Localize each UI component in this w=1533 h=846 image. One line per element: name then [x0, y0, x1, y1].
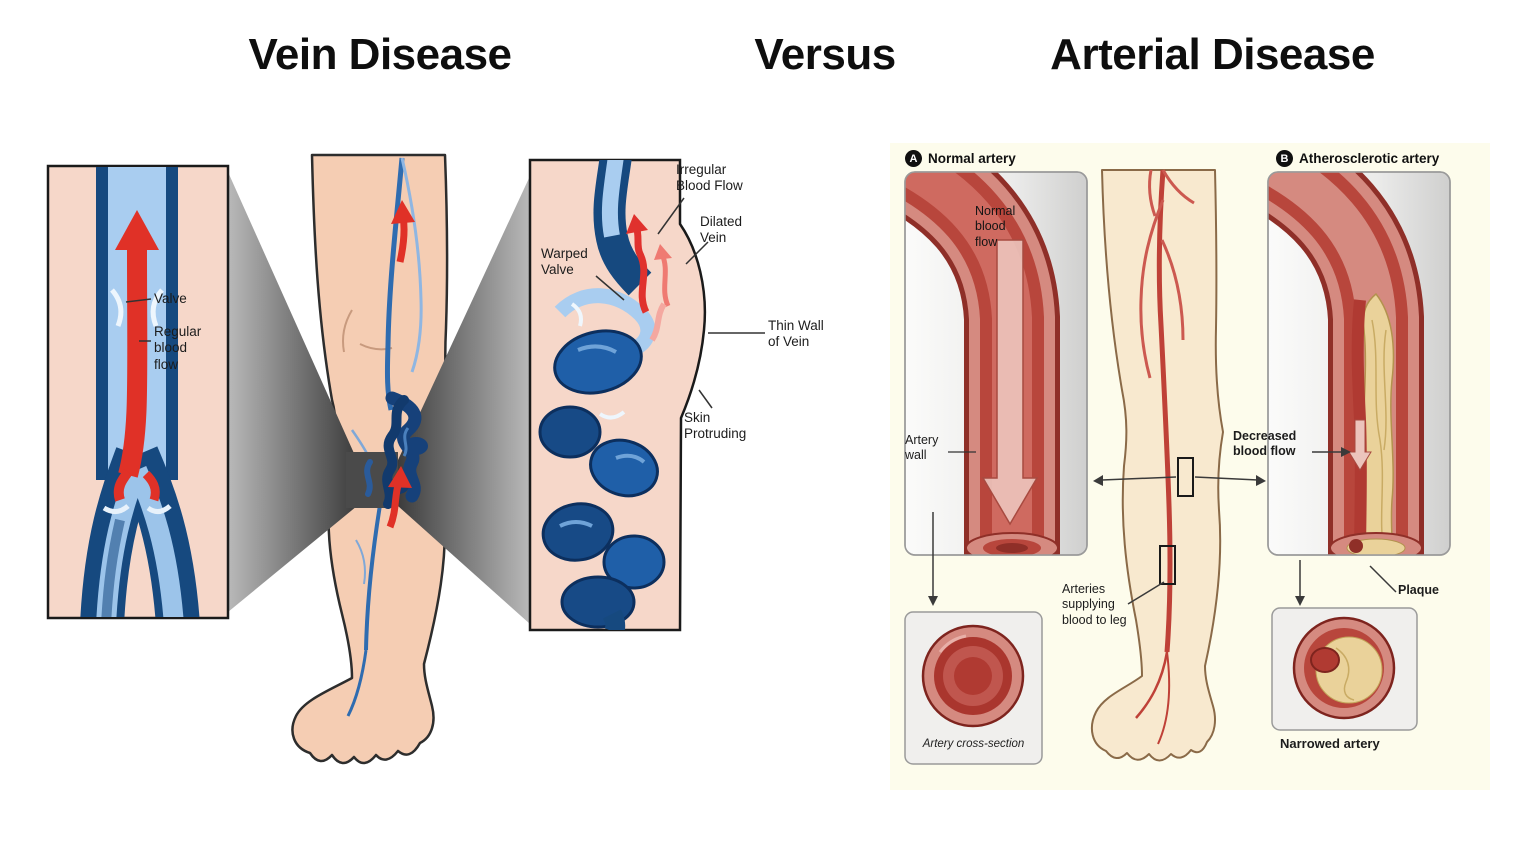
panel-b-header: B Atherosclerotic artery — [1276, 150, 1439, 167]
artery-cross-section-normal — [904, 611, 1043, 765]
panel-a-title: Normal artery — [928, 151, 1016, 166]
normal-artery-tube — [905, 172, 1060, 555]
arterial-illustration — [890, 143, 1490, 790]
thin-wall-of-vein-label: Thin Wall of Vein — [768, 318, 824, 350]
vein-inset-varicose — [528, 158, 765, 632]
decreased-blood-flow-label: Decreased blood flow — [1233, 429, 1297, 459]
artery-wall-label: Artery wall — [905, 433, 939, 463]
valve-label: Valve — [154, 291, 187, 306]
irregular-blood-flow-label: Irregular Blood Flow — [676, 162, 743, 194]
warped-valve-label: Warped Valve — [541, 246, 588, 278]
zoom-cone-right — [398, 176, 530, 624]
leg-flow-arrows — [386, 200, 415, 529]
skin-protruding-label: Skin Protruding — [684, 410, 747, 442]
artery-cross-section-narrowed — [1271, 607, 1418, 731]
arterial-disease-title: Arterial Disease — [1050, 30, 1375, 79]
panel-a-badge: A — [905, 150, 922, 167]
dilated-vein-label: Dilated Vein — [700, 214, 743, 246]
arterial-leg-illustration — [1090, 169, 1224, 762]
panel-a-header: A Normal artery — [905, 150, 1016, 167]
versus-title: Versus — [754, 30, 896, 79]
zoom-cone-left — [228, 172, 357, 612]
regular-blood-flow-label: Regular blood flow — [154, 324, 202, 372]
narrowed-artery-label: Narrowed artery — [1280, 736, 1380, 751]
atherosclerotic-artery-tube — [1268, 172, 1424, 555]
panel-b-title: Atherosclerotic artery — [1299, 151, 1440, 166]
panel-b-badge: B — [1276, 150, 1293, 167]
vein-disease-title: Vein Disease — [248, 30, 512, 79]
normal-blood-flow-label: Normal blood flow — [975, 204, 1016, 249]
vein-inset-normal — [46, 164, 230, 620]
plaque-label: Plaque — [1398, 583, 1439, 597]
arteries-supplying-label: Arteries supplying blood to leg — [1062, 582, 1127, 627]
artery-cross-section-label: Artery cross-section — [922, 738, 1025, 750]
